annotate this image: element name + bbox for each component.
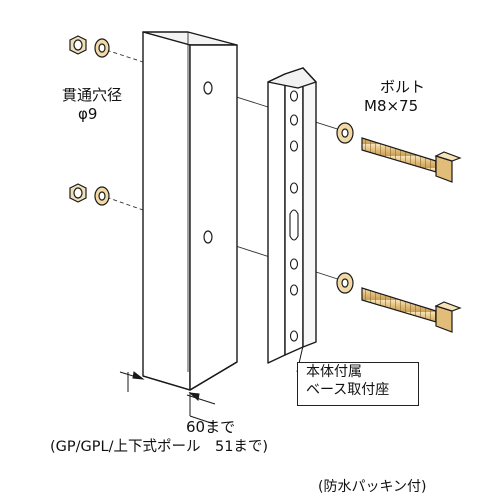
nut-lower — [69, 183, 87, 203]
hole-diameter-value: φ9 — [78, 105, 98, 123]
bolt-upper — [361, 137, 462, 183]
hole-upper — [203, 81, 213, 95]
pole-holes — [203, 81, 213, 244]
callout-line-1: 本体付属 — [306, 364, 362, 380]
base-bracket-callout: 本体付属 ベース取付座 — [297, 362, 419, 406]
washer-upper — [94, 38, 110, 58]
bolt-title: ボルト — [380, 78, 426, 96]
right-fasteners — [336, 122, 462, 333]
hole-diameter-title: 貫通穴径 — [62, 86, 123, 104]
washer-right-lower — [336, 272, 354, 294]
bracket-flange — [267, 73, 286, 364]
dimension-max-label: 60まで — [186, 418, 236, 436]
nut-upper — [69, 35, 87, 55]
packing-note: (防水パッキン付) — [318, 479, 427, 495]
dimension-note: (GP/GPL/上下式ポール 51まで) — [50, 439, 269, 455]
washer-lower — [94, 186, 110, 206]
left-fasteners — [69, 35, 110, 206]
pole — [142, 31, 238, 391]
callout-line-2: ベース取付座 — [306, 382, 390, 398]
dimension — [119, 371, 216, 425]
washer-right-upper — [336, 122, 354, 144]
pole-front-face — [142, 31, 191, 391]
base-bracket — [267, 67, 317, 364]
bracket-web — [302, 67, 317, 348]
hole-lower — [203, 230, 213, 244]
bolt-lower — [361, 287, 462, 333]
bolt-size: M8×75 — [364, 97, 419, 115]
pole-side-face — [189, 44, 238, 391]
